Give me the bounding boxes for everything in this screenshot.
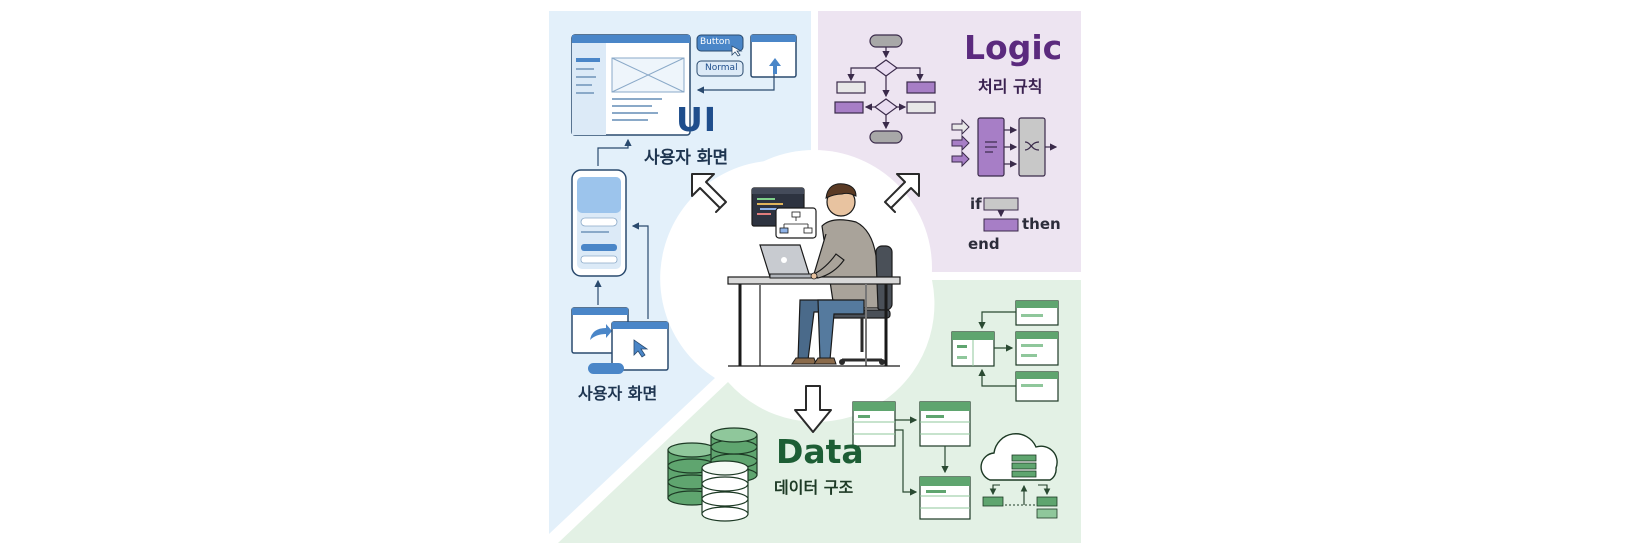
- phone-to-browser-arrow: [597, 138, 632, 166]
- arrow-to-data: [794, 385, 832, 433]
- button-widget-label: Button: [700, 37, 731, 47]
- center-circle: [696, 150, 932, 386]
- logic-keyword-then: then: [1022, 215, 1061, 233]
- schema-tables: [951, 300, 1059, 402]
- table-icon-b: [919, 401, 971, 447]
- data-section-title: Data: [776, 432, 864, 471]
- button-widget: [696, 34, 744, 57]
- mobile-phone-icon: [571, 169, 627, 277]
- table-a-to-c-arrow: [895, 429, 918, 496]
- data-section-subtitle: 데이터 구조: [774, 478, 854, 497]
- ui-panel: [549, 11, 811, 534]
- database-icon: [667, 427, 758, 522]
- right-window-to-phone-arrow: [631, 222, 649, 319]
- logic-keyword-if: if: [970, 195, 982, 213]
- small-window-icon: [750, 34, 797, 78]
- cloud-icon: [980, 433, 1058, 519]
- developer-at-laptop-illustration: [727, 183, 901, 367]
- arrow-to-ui: [691, 173, 727, 213]
- ui-section-subtitle: 사용자 화면: [644, 148, 729, 168]
- logic-keyword-end: end: [968, 235, 1000, 253]
- ui-section-title: UI: [676, 100, 718, 139]
- arrow-to-logic: [884, 173, 920, 213]
- flowchart-icon: [834, 34, 936, 144]
- bottom-window-right: [611, 321, 669, 371]
- process-blocks-icon: [951, 117, 1058, 177]
- table-icon-c: [919, 476, 971, 520]
- browser-window-icon: [571, 34, 691, 136]
- logic-section-title: Logic: [964, 28, 1063, 67]
- if-then-flow: [983, 197, 1019, 232]
- normal-widget: [696, 60, 744, 77]
- normal-widget-label: Normal: [705, 63, 738, 73]
- window-to-browser-arrow: [696, 74, 775, 94]
- table-icon-a: [852, 401, 896, 447]
- ui-bottom-caption: 사용자 화면: [578, 384, 658, 403]
- toggle-pill: [588, 363, 624, 374]
- logic-section-subtitle: 처리 규칙: [978, 77, 1043, 96]
